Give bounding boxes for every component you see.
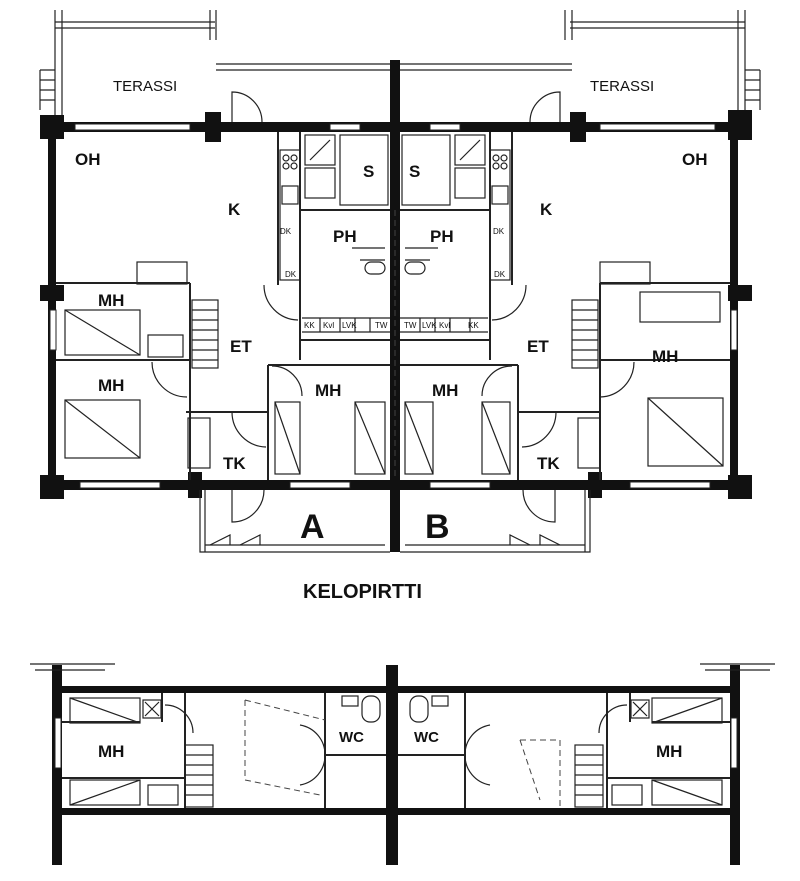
label-s-left: S: [363, 162, 374, 181]
label-lvk-right: LVK: [422, 321, 437, 330]
label-tw-right: TW: [404, 321, 417, 330]
terrace-railing-left: [39, 10, 390, 115]
label-terrace-left: TERASSI: [113, 78, 177, 95]
label-lvk-left: LVK: [342, 321, 357, 330]
label-tw-left: TW: [375, 321, 388, 330]
label-mh-upper-left: MH: [98, 742, 124, 761]
label-k-right: K: [540, 200, 553, 219]
label-mh-left-2: MH: [98, 376, 124, 395]
label-s-right: S: [409, 162, 420, 181]
label-dk-left-2: DK: [285, 270, 297, 279]
upper-floor: MH MH WC WC: [30, 663, 775, 865]
label-dk-left-1: DK: [280, 227, 292, 236]
label-kvl-left: Kvl: [323, 321, 334, 330]
label-dk-right-2: DK: [494, 270, 506, 279]
label-kk-left: KK: [304, 321, 315, 330]
label-k-left: K: [228, 200, 241, 219]
terrace-railing-right: [400, 10, 761, 115]
label-wc-left: WC: [339, 729, 364, 746]
plan-title: KELOPIRTTI: [303, 581, 422, 603]
label-kk-right: KK: [468, 321, 479, 330]
label-ph-left: PH: [333, 227, 357, 246]
label-mh-left-1: MH: [98, 291, 124, 310]
label-mh-upper-right: MH: [656, 742, 682, 761]
label-unit-b: B: [425, 508, 450, 546]
label-oh-right: OH: [682, 150, 708, 169]
label-mh-right-3: MH: [432, 381, 458, 400]
label-kvl-right: Kvl: [439, 321, 450, 330]
label-mh-right-1: MH: [652, 347, 678, 366]
label-wc-right: WC: [414, 729, 439, 746]
label-tk-left: TK: [223, 454, 246, 473]
label-oh-left: OH: [75, 150, 101, 169]
label-et-right: ET: [527, 337, 549, 356]
ground-floor: TERASSI TERASSI OH OH K K S S PH PH MH M…: [39, 10, 761, 553]
label-ph-right: PH: [430, 227, 454, 246]
label-unit-a: A: [300, 508, 325, 546]
label-terrace-right: TERASSI: [590, 78, 654, 95]
label-mh-left-3: MH: [315, 381, 341, 400]
label-dk-right-1: DK: [493, 227, 505, 236]
label-tk-right: TK: [537, 454, 560, 473]
label-et-left: ET: [230, 337, 252, 356]
